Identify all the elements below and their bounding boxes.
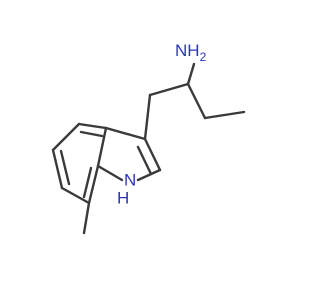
indole-n-label: N	[124, 170, 136, 189]
bond-c3a-c4	[77, 122, 108, 130]
amine-label: NH2	[175, 41, 207, 64]
bond-c3-c3a	[104, 126, 147, 141]
indole-h-label: H	[117, 188, 129, 207]
bond-ch-ch2b	[186, 82, 207, 120]
bond-c2-n1	[136, 168, 162, 182]
bond-c3-c2	[143, 137, 162, 172]
amine-nh: NH	[175, 41, 200, 60]
bond-c7-c7a-double	[82, 166, 93, 199]
bond-c5-c6-double	[59, 149, 71, 186]
amine-subscript: 2	[200, 50, 207, 64]
bond-c7a-c3a	[96, 126, 108, 168]
bond-ch2-ch	[148, 82, 190, 97]
bond-c7-methyl	[82, 201, 91, 235]
bond-c5-c6	[51, 148, 64, 190]
bond-c3-c2-double	[136, 145, 153, 176]
bond-c3a-c4-double	[79, 130, 104, 138]
bond-c6-c7	[60, 186, 91, 205]
bond-c7-c7a	[87, 164, 100, 205]
bond-n1-c7a	[96, 164, 124, 182]
bond-c3-ch2	[143, 93, 152, 141]
bond-ch2b-ch3	[203, 110, 246, 120]
molecule-structure: NH2 N H	[51, 41, 246, 235]
bond-c4-c5	[51, 122, 81, 152]
bond-ch-n	[186, 62, 196, 86]
